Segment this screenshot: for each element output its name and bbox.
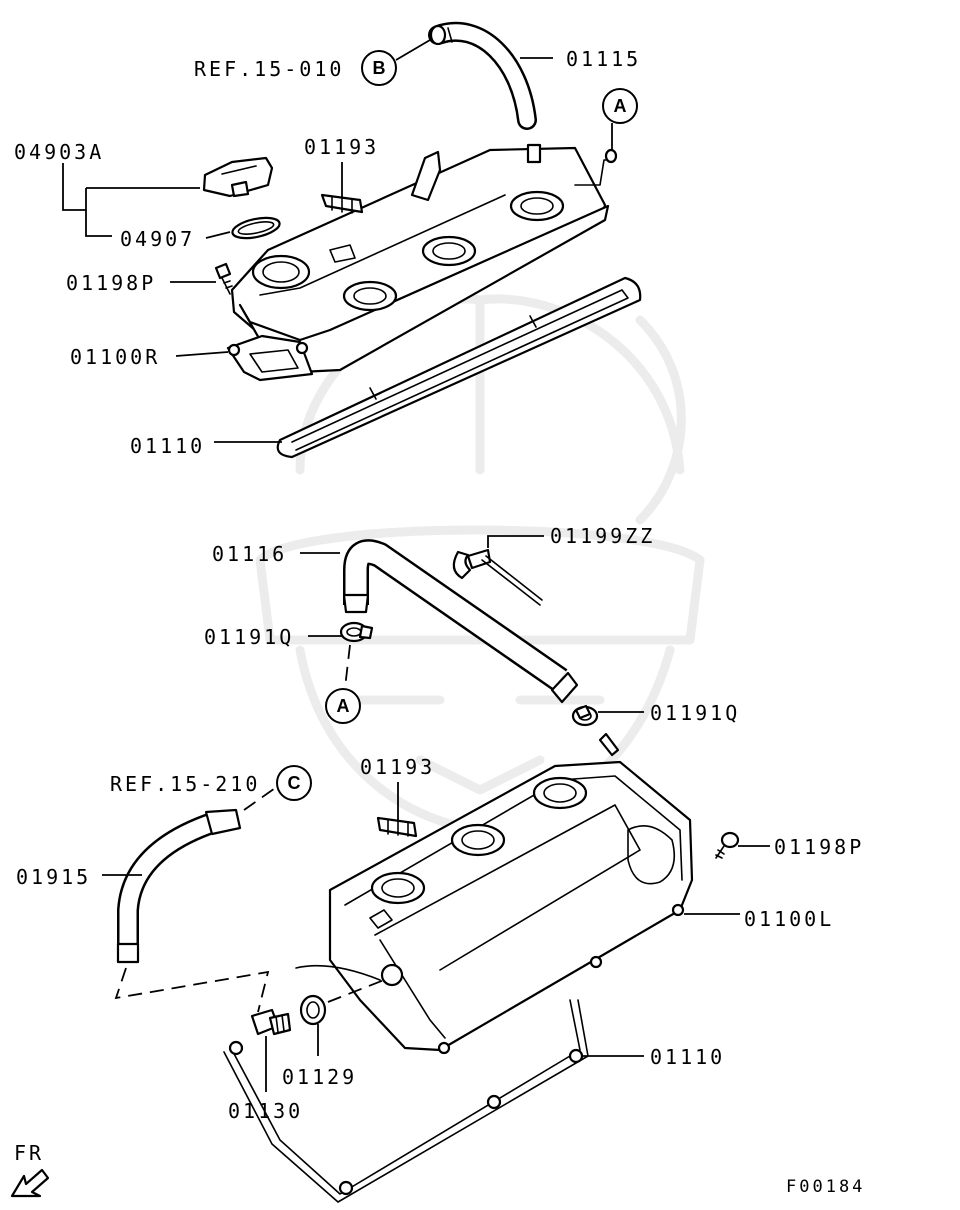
grommet-01129 (299, 994, 327, 1026)
cover-bracket (410, 150, 442, 202)
rocker-cover-gasket-bottom (223, 999, 589, 1203)
label-01116: 01116 (212, 542, 287, 566)
label-01191Q-left: 01191Q (204, 625, 294, 649)
rocker-cover-gasket-top (276, 276, 642, 459)
callout-c: C (276, 765, 312, 801)
pcv-hose-01116 (342, 539, 579, 704)
clip-01193-bottom (376, 816, 418, 838)
label-01198P-top: 01198P (66, 271, 156, 295)
label-ref-c: REF.15-210 (110, 772, 260, 796)
o-ring-inner (237, 221, 275, 235)
dash-to-callout-c (243, 785, 279, 811)
front-arrow-icon (10, 1168, 50, 1198)
label-01130: 01130 (228, 1099, 303, 1123)
bolt-01198P-top (214, 262, 233, 295)
breather-hose-01115 (428, 21, 537, 130)
label-01199ZZ: 01199ZZ (550, 524, 655, 548)
hose-clamp-left (339, 621, 374, 643)
leader-04903A-bracket (62, 163, 200, 237)
label-04907: 04907 (120, 227, 195, 251)
clip-01193-top (320, 193, 364, 214)
o-ring-04907 (231, 216, 281, 240)
leader-ref-b (395, 39, 431, 61)
svg-text:A: A (614, 96, 627, 116)
label-01129: 01129 (282, 1065, 357, 1089)
rocker-cover-right (230, 143, 618, 374)
cable-tie-01199ZZ (452, 548, 543, 606)
label-direction-fr: FR (14, 1141, 44, 1165)
dash-grommet-to-cover (327, 979, 385, 1003)
label-01191Q-right: 01191Q (650, 701, 740, 725)
pcv-nipple-01130 (250, 1008, 292, 1036)
ignition-bracket-01100R (226, 334, 314, 382)
label-figure-code: F00184 (786, 1177, 865, 1197)
svg-text:B: B (373, 58, 386, 78)
label-01115: 01115 (566, 47, 641, 71)
label-01100R: 01100R (70, 345, 160, 369)
callout-a-top: A (602, 88, 638, 150)
callout-a-middle: A (325, 688, 361, 724)
label-01193-bottom: 01193 (360, 755, 435, 779)
bolt-01198P-bottom (715, 831, 740, 859)
svg-text:C: C (288, 773, 301, 793)
breather-hose-01915 (116, 808, 242, 964)
label-01198P-bottom: 01198P (774, 835, 864, 859)
dash-hose-to-nipple (114, 967, 270, 1013)
label-04903A: 04903A (14, 140, 104, 164)
leader-01199ZZ (487, 535, 544, 548)
label-01100L: 01100L (744, 907, 834, 931)
oil-filler-cap (202, 156, 274, 198)
leader-01100R (175, 351, 229, 357)
label-ref-b: REF.15-010 (194, 57, 344, 81)
dash-to-callout-a (344, 644, 351, 689)
callout-b: B (361, 50, 397, 86)
hose-clamp-right (571, 704, 599, 727)
label-01110-bottom: 01110 (650, 1045, 725, 1069)
svg-text:A: A (337, 696, 350, 716)
leader-04907 (205, 231, 231, 239)
label-01110-top: 01110 (130, 434, 205, 458)
label-01193-top: 01193 (304, 135, 379, 159)
rocker-cover-left (295, 732, 694, 1055)
label-01915: 01915 (16, 865, 91, 889)
